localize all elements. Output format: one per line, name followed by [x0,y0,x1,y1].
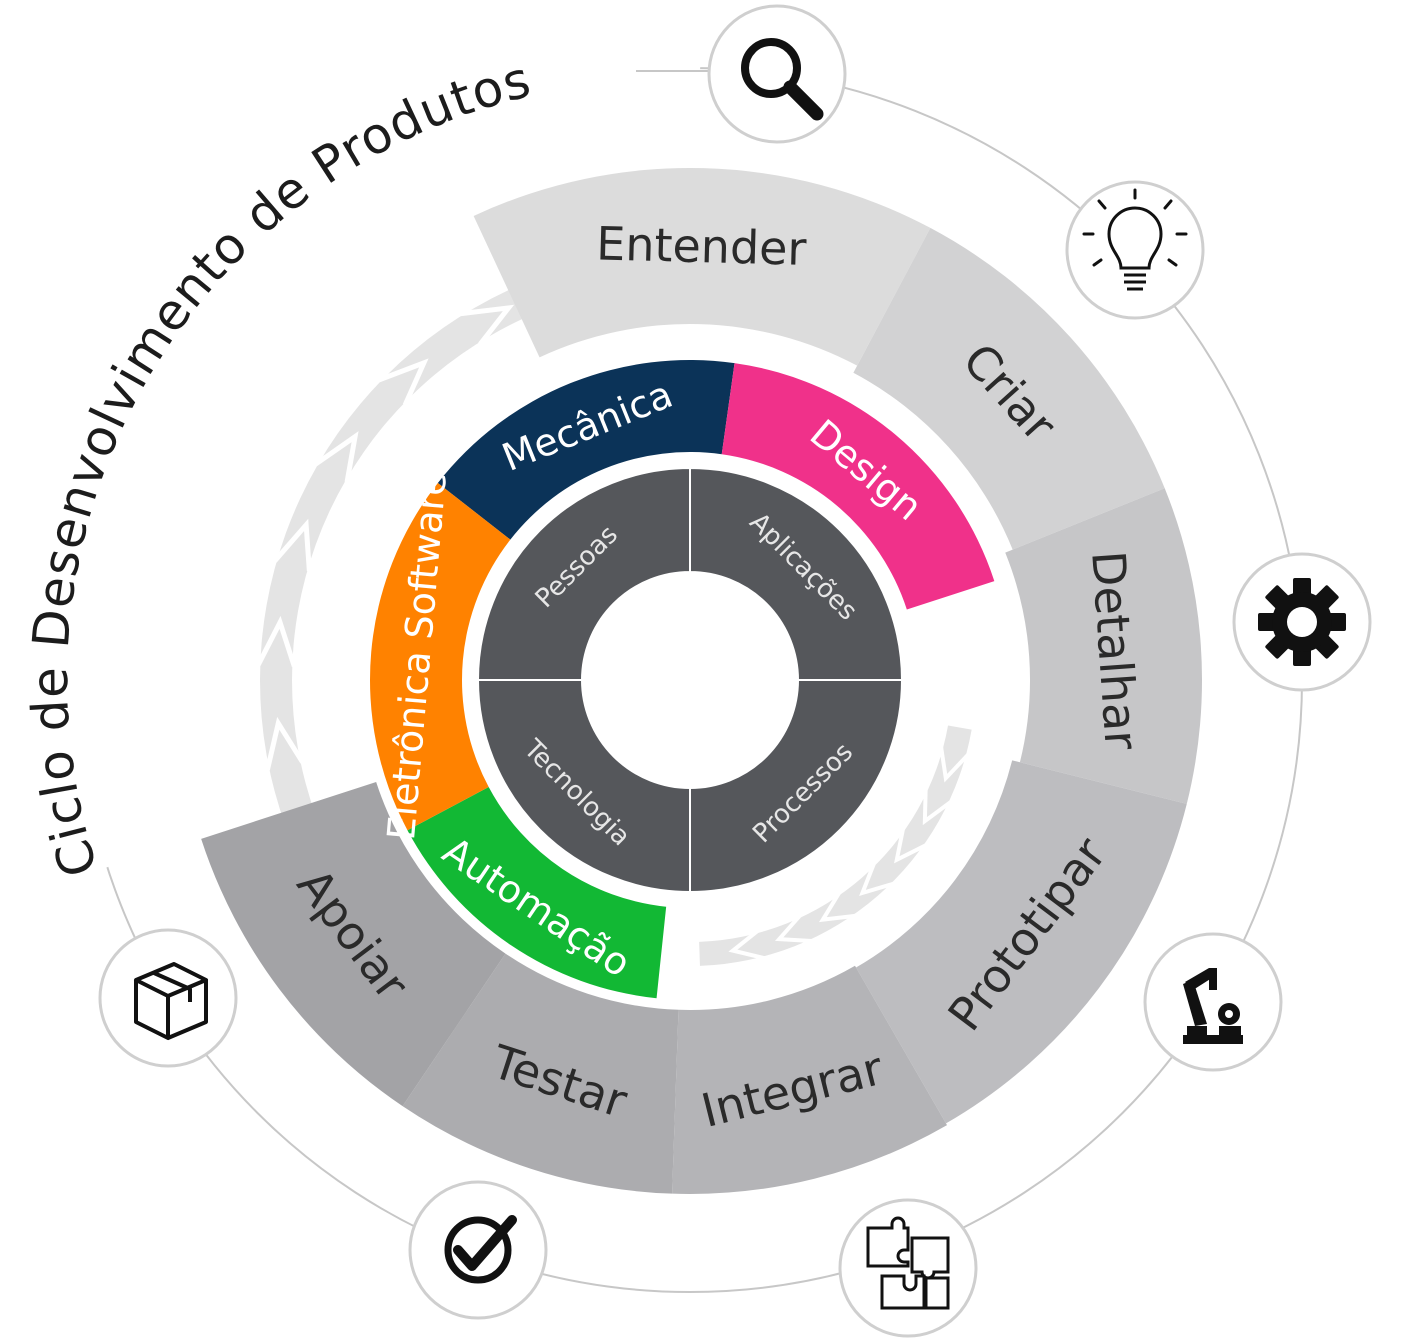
search-icon[interactable] [707,4,847,144]
chevron-mark [922,789,953,826]
outer-label-entender: Entender [596,216,808,275]
outer-ring: EntenderCriarDetalharPrototiparIntegrarT… [201,167,1202,1194]
checkmark-icon[interactable] [408,1180,548,1320]
gear-icon[interactable] [1232,552,1372,692]
outer-segment-detalhar[interactable] [1005,488,1202,804]
chevron-mark [894,828,927,864]
outer-segment-testar[interactable] [402,953,679,1194]
gear-tooth [1293,578,1311,596]
gear-tooth [1293,648,1311,666]
puzzle-icon[interactable] [838,1198,978,1338]
outer-segment-prototipar[interactable] [856,760,1187,1124]
gear-tooth [1258,613,1276,631]
chevron-mark [939,746,970,783]
outer-segment-criar[interactable] [853,227,1165,550]
inner-segment-aplicacoes[interactable] [689,466,904,681]
outer-segment-entender[interactable] [473,167,931,366]
chevron-mark [859,863,895,897]
outer-segment-apoiar[interactable] [201,781,506,1107]
chevron-mark [256,615,297,667]
chevron-mark [314,431,359,483]
orbit-title-gap [30,37,703,881]
middle-segment-automacao[interactable] [407,787,667,999]
inner-segment-tecnologia[interactable] [476,679,691,894]
outer-segment-integrar[interactable] [672,965,947,1194]
middle-segment-eletronica-software[interactable] [369,482,511,831]
box-icon[interactable] [98,928,238,1068]
chevron-mark [460,304,515,346]
gear-tooth [1328,613,1346,631]
inner-segment-pessoas[interactable] [476,466,691,681]
chevron-mark [378,358,429,406]
middle-segment-mecanica[interactable] [437,360,735,540]
chevron-mark [818,891,856,923]
orbit-icons [98,4,1372,1338]
chevron-mark [728,929,766,961]
chevron-mark [774,914,812,944]
middle-segment-design[interactable] [721,363,995,610]
chevron-arrow-ring [256,251,972,1096]
inner-segment-processos[interactable] [689,679,904,894]
lightbulb-icon[interactable] [1065,180,1205,320]
chevron-mark [265,716,305,771]
chevron-mark [272,518,312,572]
robot-arm-icon[interactable] [1143,932,1283,1072]
